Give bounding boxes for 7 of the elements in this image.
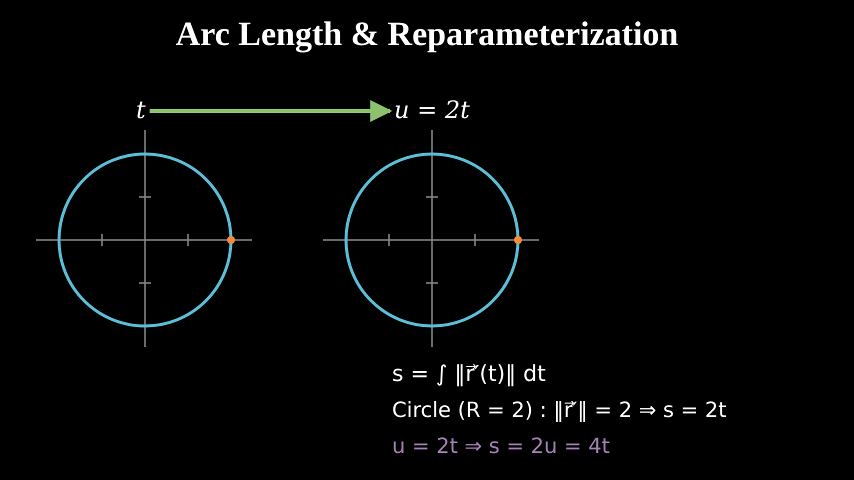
arrow [150, 100, 392, 122]
title: Arc Length & Reparameterization [174, 16, 680, 54]
formula: u = 2t ⇒ s = 2u = 4t [392, 434, 610, 458]
math-variable: u = 2t [394, 96, 470, 124]
formula: s = ∫ ‖r⃗′(t)‖ dt [392, 362, 546, 387]
formula: Circle (R = 2) : ‖r⃗′‖ = 2 ⇒ s = 2t [392, 398, 726, 422]
math-variable: t [136, 96, 146, 124]
